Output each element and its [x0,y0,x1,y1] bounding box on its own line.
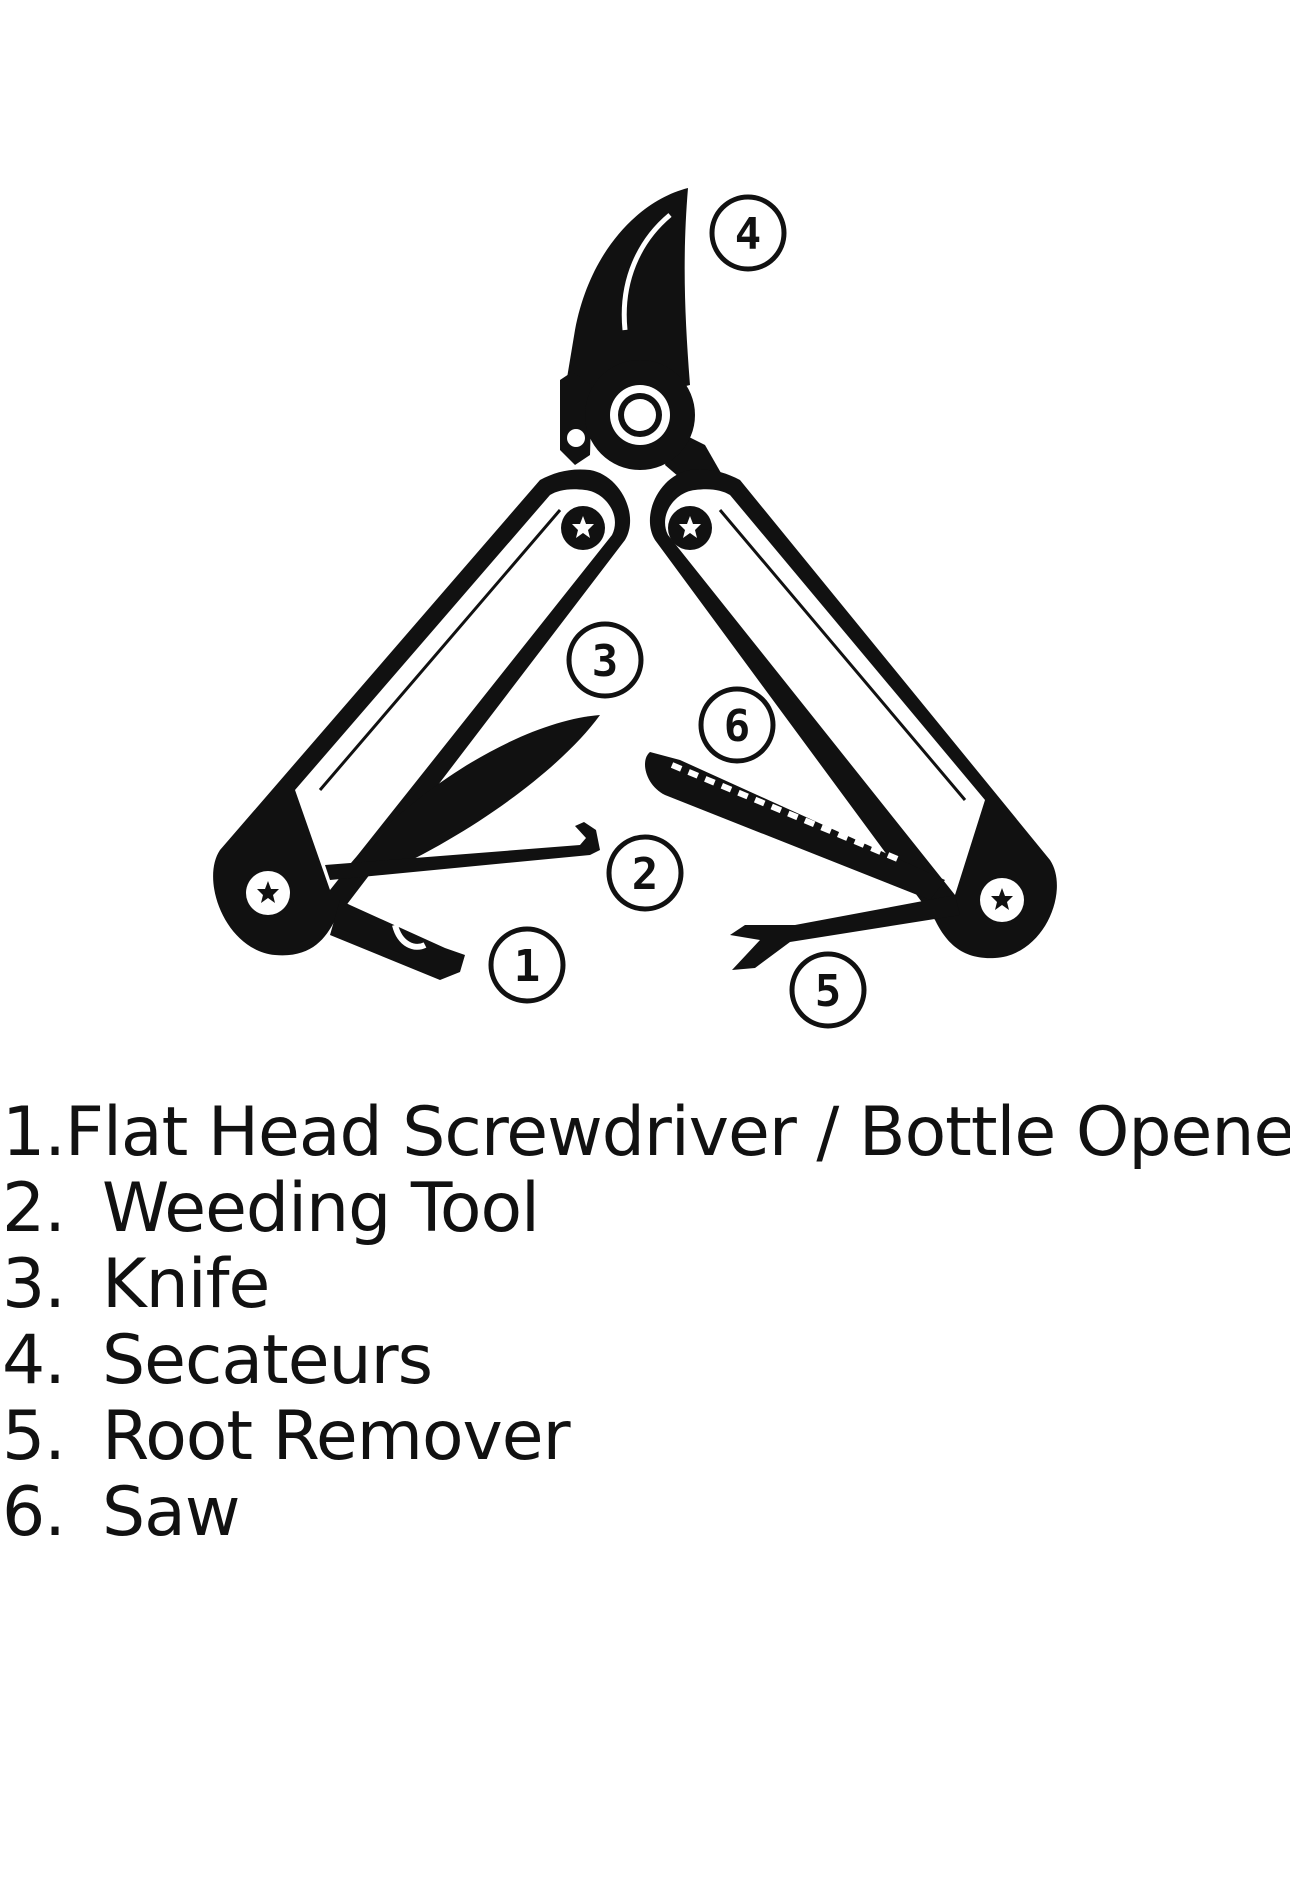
callout-6: 6 [698,686,776,764]
left-handle [213,469,631,956]
callout-3: 3 [566,621,644,699]
callout-6-number: 6 [724,701,751,752]
legend-label: Weeding Tool [102,1169,540,1248]
legend-number: 2. [2,1169,66,1248]
saw-blade [645,752,945,900]
right-handle [649,469,1057,959]
callout-4-number: 4 [735,209,762,260]
knife-blade [345,715,600,875]
callout-3-number: 3 [592,636,619,687]
legend-item: 3. Knife [0,1247,1290,1323]
legend-number: 5. [2,1397,66,1476]
callout-5: 5 [789,951,867,1029]
legend-label: Root Remover [102,1397,571,1476]
screwdriver-bottle-opener [330,900,465,980]
legend-label: Saw [102,1473,240,1552]
legend-number: 3. [2,1245,66,1324]
callout-1-number: 1 [514,941,541,992]
multitool-diagram: 1 2 3 4 5 6 [213,188,1057,1029]
tool-legend: 1. Flat Head Screwdriver / Bottle Opener… [0,1095,1290,1551]
callout-5-number: 5 [815,966,842,1017]
callout-4: 4 [709,194,787,272]
callout-2-number: 2 [632,849,659,900]
legend-number: 6. [2,1473,66,1552]
legend-label: Secateurs [102,1321,433,1400]
legend-item: 6. Saw [0,1475,1290,1551]
legend-label: Flat Head Screwdriver / Bottle Opener [64,1093,1290,1172]
legend-item: 2. Weeding Tool [0,1171,1290,1247]
root-remover [730,895,960,970]
legend-item: 4. Secateurs [0,1323,1290,1399]
pivot-hub [585,360,695,470]
weeding-tool [325,822,600,880]
legend-item: 1. Flat Head Screwdriver / Bottle Opener [0,1095,1290,1171]
legend-number: 4. [2,1321,66,1400]
legend-item: 5. Root Remover [0,1399,1290,1475]
callout-1: 1 [488,926,566,1004]
legend-label: Knife [102,1245,270,1324]
callout-2: 2 [606,834,684,912]
legend-number: 1. [2,1093,66,1172]
